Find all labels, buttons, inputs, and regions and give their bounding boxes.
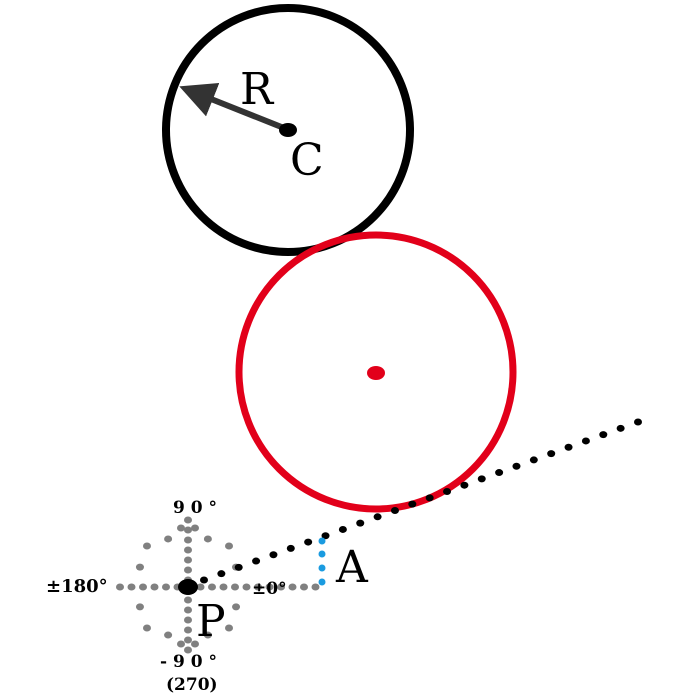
guide-dot bbox=[184, 526, 192, 534]
guide-dot bbox=[127, 583, 136, 591]
guide-dot bbox=[150, 583, 159, 591]
guide-dot bbox=[191, 524, 199, 532]
tangent-dot bbox=[321, 532, 330, 540]
guide-dot bbox=[184, 546, 192, 554]
guide-dot bbox=[184, 536, 192, 544]
tangent-dot bbox=[425, 494, 434, 502]
label-neg90: - 9 0 ° bbox=[160, 652, 217, 672]
tangent-dot bbox=[338, 525, 347, 533]
guide-dot bbox=[311, 583, 320, 591]
tangent-dot bbox=[599, 431, 608, 439]
red-circle bbox=[235, 231, 517, 513]
guide-dot bbox=[219, 583, 228, 591]
guide-dot bbox=[184, 596, 192, 604]
guide-dot bbox=[164, 631, 173, 639]
guide-dot bbox=[184, 616, 192, 624]
offset-dot bbox=[318, 550, 326, 558]
tangent-dot bbox=[581, 437, 590, 445]
tangent-dot bbox=[634, 418, 642, 426]
guide-dot bbox=[184, 606, 192, 614]
tangent-dot bbox=[547, 450, 556, 458]
guide-dot bbox=[142, 542, 151, 550]
tangent-dot bbox=[286, 544, 295, 552]
tangent-dot bbox=[356, 519, 365, 527]
guide-dot bbox=[135, 563, 144, 571]
guide-dot bbox=[288, 583, 297, 591]
label-270: (270) bbox=[166, 675, 218, 695]
guide-dot bbox=[277, 583, 285, 591]
guide-dot bbox=[184, 636, 192, 644]
guide-dot bbox=[196, 583, 205, 591]
guide-dot bbox=[208, 583, 216, 591]
label-p: P bbox=[196, 596, 226, 647]
tangent-dot bbox=[390, 506, 399, 514]
tangent-dot bbox=[217, 570, 226, 578]
guide-dot bbox=[300, 583, 308, 591]
label-c: C bbox=[290, 135, 324, 186]
guide-dot bbox=[177, 640, 185, 648]
tangent-dot bbox=[304, 538, 313, 546]
guide-dot bbox=[164, 535, 173, 543]
tangent-dotted-line bbox=[200, 418, 642, 584]
label-a: A bbox=[335, 542, 369, 593]
offset-dot bbox=[318, 564, 326, 572]
guide-dot bbox=[203, 631, 212, 639]
tangent-dot bbox=[512, 462, 521, 470]
guide-dot bbox=[116, 583, 124, 591]
guide-dot bbox=[232, 603, 241, 611]
guide-dot bbox=[265, 583, 274, 591]
guide-dot bbox=[184, 556, 192, 564]
guide-dot bbox=[225, 624, 234, 632]
tangent-dot bbox=[495, 469, 504, 477]
guide-dot bbox=[142, 624, 151, 632]
tangent-dot bbox=[234, 563, 243, 571]
offset-dot bbox=[318, 578, 326, 586]
tangent-dot bbox=[443, 488, 452, 496]
label-90: 9 0 ° bbox=[173, 498, 217, 518]
guide-dot bbox=[184, 566, 192, 574]
black-circle bbox=[162, 4, 414, 256]
guide-dot bbox=[184, 646, 192, 654]
guide-dot bbox=[184, 516, 192, 524]
point-p bbox=[178, 579, 198, 595]
angle-guide-dots bbox=[116, 516, 320, 654]
tangent-dot bbox=[564, 443, 573, 451]
tangent-dot bbox=[373, 513, 382, 521]
guide-dot bbox=[254, 583, 262, 591]
tangent-dot bbox=[200, 576, 208, 584]
label-r: R bbox=[240, 64, 275, 115]
offset-dotted-line bbox=[318, 537, 326, 586]
tangent-dot bbox=[477, 475, 486, 483]
guide-dot bbox=[162, 583, 170, 591]
radius-arrow bbox=[179, 82, 286, 131]
tangent-dot bbox=[460, 481, 469, 489]
center-point-c bbox=[279, 123, 297, 137]
tangent-dot bbox=[269, 551, 278, 559]
tangent-dot bbox=[408, 500, 417, 508]
label-0: ±0° bbox=[252, 579, 287, 599]
guide-dot bbox=[191, 640, 199, 648]
tangent-dot bbox=[616, 424, 625, 432]
guide-dot bbox=[177, 524, 185, 532]
red-circle-center bbox=[367, 366, 385, 380]
guide-dot bbox=[139, 583, 147, 591]
tangent-dot bbox=[529, 456, 538, 464]
guide-dot bbox=[231, 583, 239, 591]
guide-dot bbox=[225, 542, 234, 550]
label-180: ±180° bbox=[46, 576, 108, 597]
tangent-dot bbox=[252, 557, 261, 565]
guide-dot bbox=[242, 583, 251, 591]
guide-dot bbox=[135, 603, 144, 611]
offset-dot bbox=[318, 537, 326, 545]
guide-dot bbox=[203, 535, 212, 543]
guide-dot bbox=[184, 626, 192, 634]
